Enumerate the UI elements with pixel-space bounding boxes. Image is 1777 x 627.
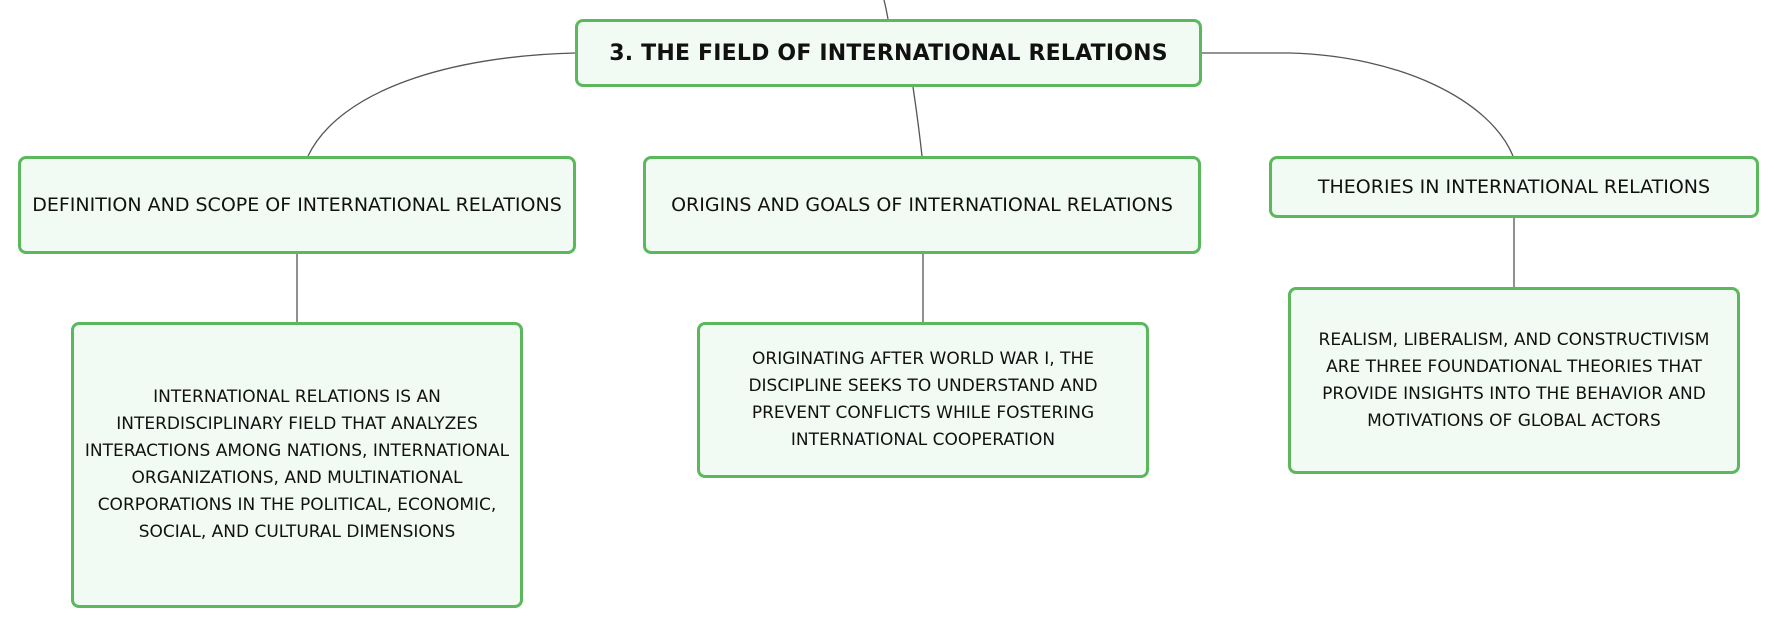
- root-topic-node[interactable]: 3. THE FIELD OF INTERNATIONAL RELATIONS: [575, 19, 1202, 87]
- detail-node-definition[interactable]: INTERNATIONAL RELATIONS IS AN INTERDISCI…: [71, 322, 523, 608]
- detail-node-origins[interactable]: ORIGINATING AFTER WORLD WAR I, THE DISCI…: [697, 322, 1149, 478]
- detail-text-origins: ORIGINATING AFTER WORLD WAR I, THE DISCI…: [748, 349, 1098, 450]
- detail-text-theories: REALISM, LIBERALISM, AND CONSTRUCTIVISM …: [1318, 329, 1710, 431]
- branch-label-origins: ORIGINS AND GOALS OF INTERNATIONAL RELAT…: [671, 194, 1173, 216]
- connector-root-to-theories: [1202, 52, 1514, 157]
- branch-node-definition[interactable]: DEFINITION AND SCOPE OF INTERNATIONAL RE…: [18, 156, 576, 254]
- branch-label-theories: THEORIES IN INTERNATIONAL RELATIONS: [1317, 176, 1711, 198]
- detail-text-definition: INTERNATIONAL RELATIONS IS AN INTERDISCI…: [84, 387, 510, 542]
- branch-label-definition: DEFINITION AND SCOPE OF INTERNATIONAL RE…: [32, 194, 562, 216]
- branch-node-origins[interactable]: ORIGINS AND GOALS OF INTERNATIONAL RELAT…: [643, 156, 1201, 254]
- branch-node-theories[interactable]: THEORIES IN INTERNATIONAL RELATIONS: [1269, 156, 1759, 218]
- root-topic-label: 3. THE FIELD OF INTERNATIONAL RELATIONS: [609, 40, 1168, 66]
- connector-root-to-definition: [307, 52, 576, 157]
- connector-parent-to-root: [883, 0, 889, 20]
- detail-node-theories[interactable]: REALISM, LIBERALISM, AND CONSTRUCTIVISM …: [1288, 287, 1740, 474]
- connector-root-to-origins: [912, 86, 923, 157]
